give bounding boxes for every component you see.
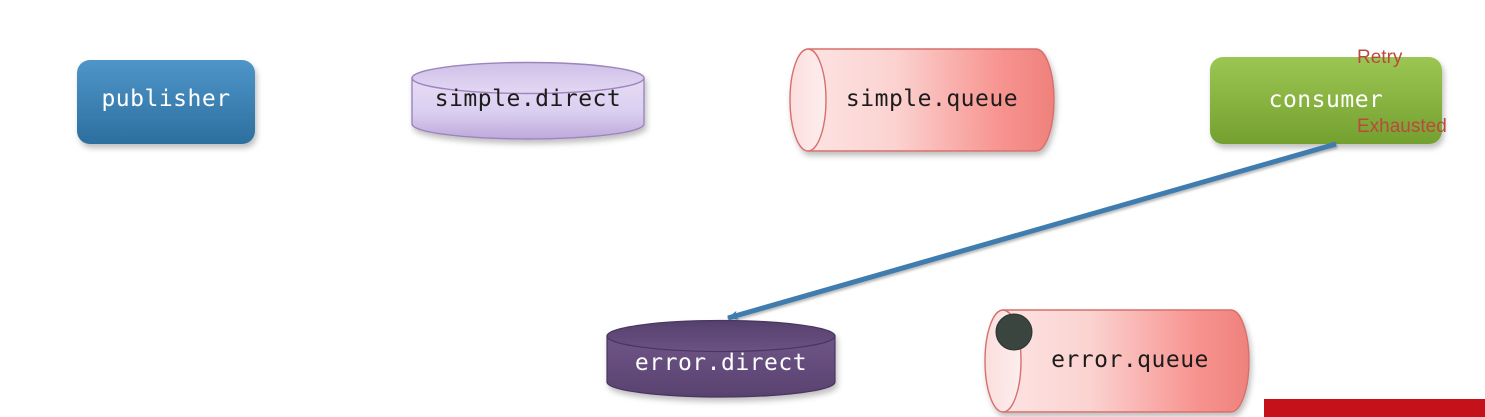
annotation-retry-exhausted: Retry Exhausted [1357, 0, 1447, 184]
bottom-red-banner [1264, 399, 1485, 417]
node-error-queue[interactable] [984, 309, 1250, 413]
node-error-direct[interactable] [606, 319, 836, 398]
message-dot-icon [995, 313, 1033, 351]
node-consumer[interactable] [1210, 57, 1442, 144]
annotation-retry-exhausted-line2: Exhausted [1357, 116, 1447, 137]
node-simple-direct[interactable] [411, 61, 645, 140]
node-publisher[interactable] [77, 60, 255, 144]
annotation-retry-exhausted-line1: Retry [1357, 47, 1403, 68]
edge-consumer-to-error-direct [727, 141, 1337, 321]
node-simple-queue[interactable] [789, 48, 1055, 152]
